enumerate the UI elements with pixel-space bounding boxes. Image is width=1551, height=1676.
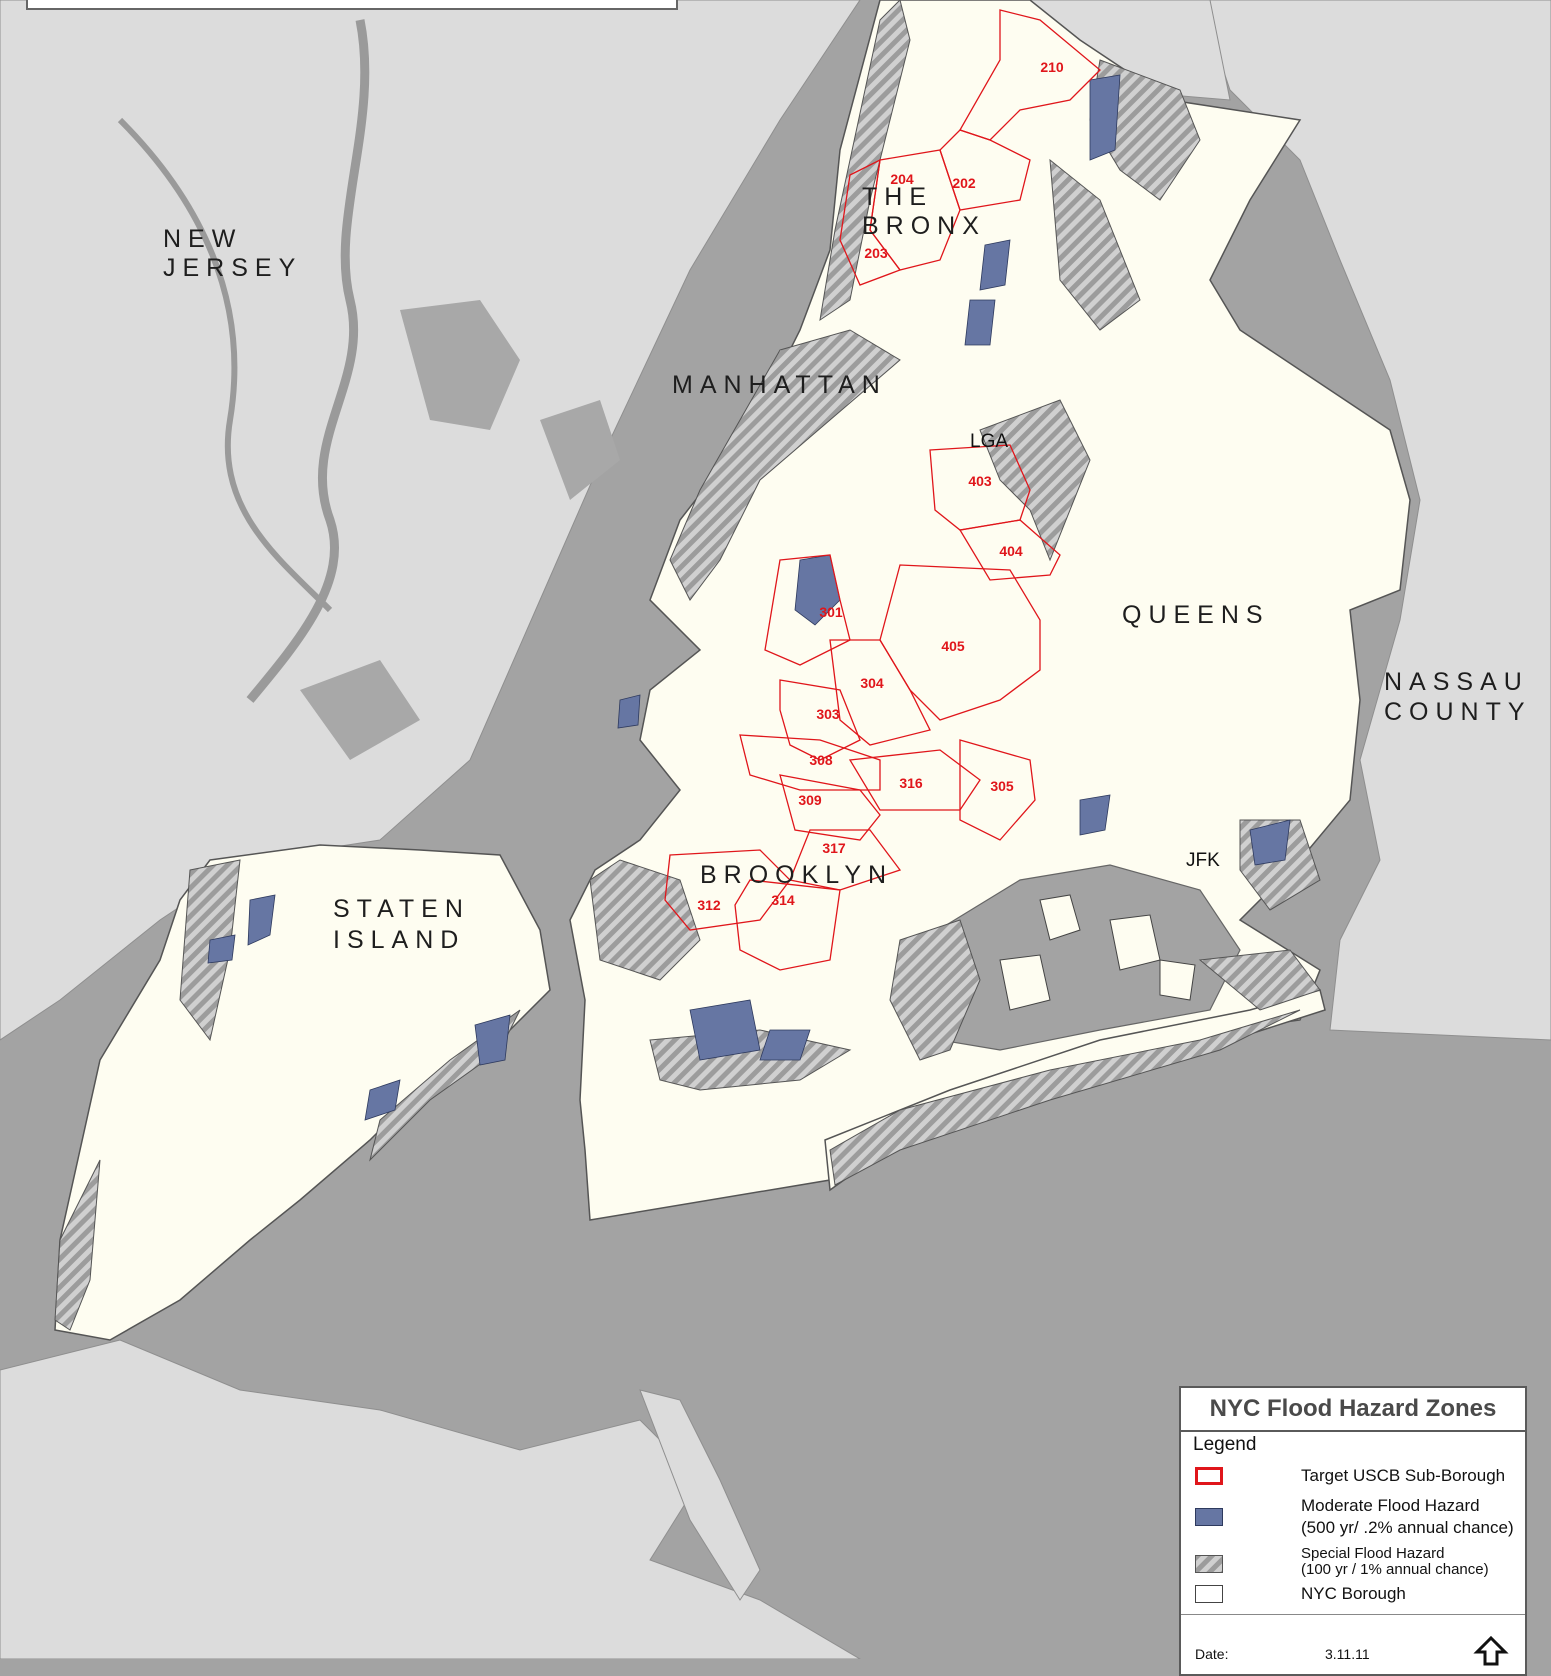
sub-borough-202: 202 [952,175,976,191]
sub-borough-labels: 210 204 202 203 403 404 301 405 304 303 … [697,59,1064,913]
sandy-hook [639,1389,761,1601]
staten-island-land [54,844,551,1341]
legend-item-label: NYC Borough [1301,1584,1406,1603]
sub-borough-403: 403 [968,473,992,489]
sub-borough-317: 317 [822,840,846,856]
moderate-flood-swatch [1195,1508,1223,1526]
sub-borough-309: 309 [798,792,822,808]
label-lga: LGA [970,431,1008,452]
jamaica-bay-islands [999,894,1196,1011]
legend-subtitle: Legend [1193,1434,1257,1455]
sub-borough-203: 203 [864,245,888,261]
label-bronx-1: THE [862,183,933,211]
label-staten-island-1: STATEN [333,895,470,923]
legend-item-label: Moderate Flood Hazard [1301,1496,1480,1515]
nj-wetland [300,300,620,760]
label-new-jersey-2: JERSEY [163,254,302,282]
label-jfk: JFK [1186,850,1220,871]
sub-borough-301: 301 [819,604,843,620]
legend-item-label: Special Flood Hazard [1301,1545,1445,1562]
map-title-box [26,0,678,10]
sub-borough-314: 314 [771,892,795,908]
legend-item-label: Target USCB Sub-Borough [1301,1466,1506,1485]
moderate-flood-hazard-areas [207,74,1291,1121]
label-new-jersey-1: NEW [163,225,242,253]
label-queens: QUEENS [1122,601,1270,629]
sub-borough-swatch [1195,1467,1223,1485]
sub-borough-204: 204 [890,171,914,187]
legend-title: NYC Flood Hazard Zones [1181,1388,1525,1432]
label-staten-island-2: ISLAND [333,926,465,954]
legend-item-detail: (500 yr/ .2% annual chance) [1301,1518,1514,1537]
legend-panel: NYC Flood Hazard Zones Legend Target USC… [1179,1386,1527,1676]
sub-borough-303: 303 [816,706,840,722]
nj-river-2 [117,117,333,613]
date-label: Date: [1195,1646,1229,1662]
label-manhattan: MANHATTAN [672,371,887,399]
sub-borough-210: 210 [1040,59,1064,75]
north-arrow-icon [1473,1636,1509,1666]
sub-borough-308: 308 [809,752,833,768]
legend-divider [1181,1614,1525,1615]
date-value: 3.11.11 [1325,1646,1370,1662]
legend-item-detail: (100 yr / 1% annual chance) [1301,1561,1489,1578]
sub-borough-405: 405 [941,638,965,654]
sub-borough-312: 312 [697,897,721,913]
special-flood-swatch [1195,1555,1223,1573]
label-nassau-1: NASSAU [1384,668,1529,696]
label-bronx-2: BRONX [862,212,986,240]
label-nassau-2: COUNTY [1384,698,1532,726]
sub-borough-304: 304 [860,675,884,691]
nyc-borough-swatch [1195,1585,1223,1603]
sub-borough-305: 305 [990,778,1014,794]
nassau-land [1199,0,1551,1041]
sub-borough-outlines [664,9,1101,971]
sub-borough-316: 316 [899,775,923,791]
label-brooklyn: BROOKLYN [700,861,893,889]
region-labels: NEW JERSEY STATEN ISLAND BROOKLYN QUEENS… [163,183,1532,954]
sub-borough-404: 404 [999,543,1023,559]
